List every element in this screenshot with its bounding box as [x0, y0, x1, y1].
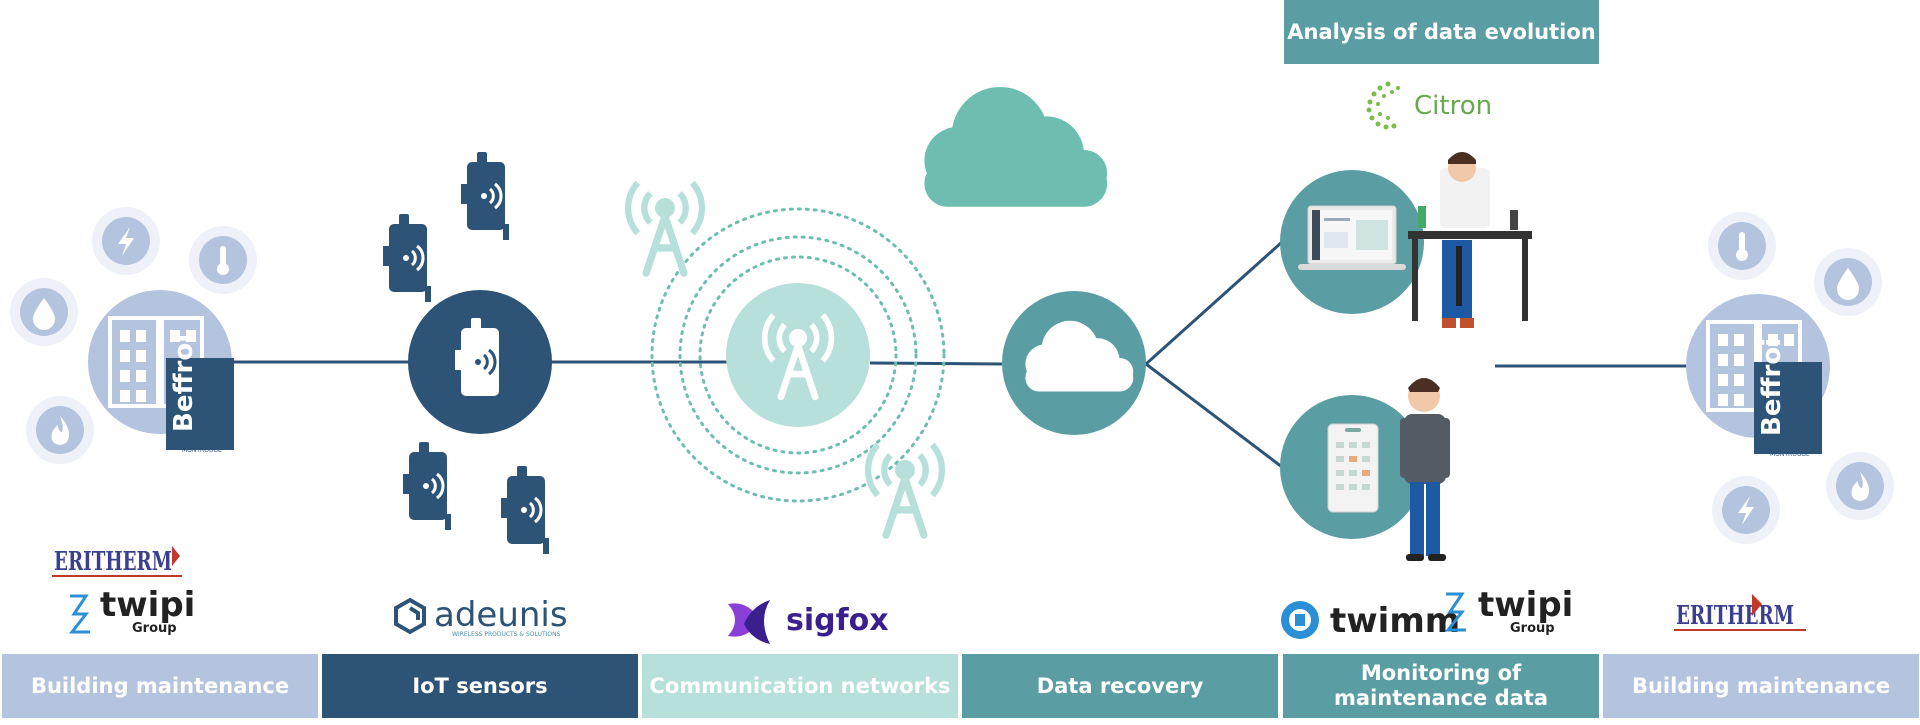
building-sign-top: Le — [1760, 441, 1774, 455]
stage-building-maintenance-left: Building maintenance — [2, 654, 318, 718]
connection-lines — [225, 240, 1688, 469]
eritherm-logo: ERITHERM — [52, 546, 182, 577]
building-left: Beffroi Le MONTROUGE — [88, 290, 234, 454]
lightning-icon — [1712, 476, 1780, 544]
analysis-node — [1280, 170, 1424, 314]
data-recovery-node — [1002, 291, 1146, 435]
sensor-icon — [401, 440, 453, 532]
citron-logo: Citron — [1366, 81, 1492, 130]
analysis-label: Analysis of data evolution — [1284, 0, 1599, 64]
sigfox-text: sigfox — [786, 603, 889, 638]
building-right: Beffroi Le MONTROUGE — [1686, 294, 1830, 458]
twipi-group-text: Group — [1510, 621, 1555, 636]
adeunis-tagline: WIRELESS PRODUCTS & SOLUTIONS — [452, 631, 561, 638]
eritherm-text: ERITHERM — [54, 547, 172, 577]
tablet-icon — [1327, 423, 1379, 513]
antenna-icon — [628, 183, 702, 273]
twipi-text: twipi — [100, 585, 195, 625]
twimm-logo: twimm — [1281, 601, 1460, 641]
stage-communication-networks: Communication networks — [642, 654, 958, 718]
water-drop-icon — [10, 278, 78, 346]
stage-iot-sensors: IoT sensors — [322, 654, 638, 718]
network-rings — [650, 207, 946, 503]
stage-data-recovery: Data recovery — [962, 654, 1278, 718]
flame-icon — [26, 396, 94, 464]
sensor-icon — [459, 150, 511, 242]
thermometer-icon — [189, 226, 257, 294]
stage-building-maintenance-right: Building maintenance — [1603, 654, 1919, 718]
lightning-icon — [92, 207, 160, 275]
water-drop-icon — [1814, 248, 1882, 316]
adeunis-logo: adeunis WIRELESS PRODUCTS & SOLUTIONS — [394, 595, 568, 638]
sensor-icon — [499, 464, 551, 556]
laptop-icon — [1298, 205, 1406, 270]
twimm-text: twimm — [1330, 601, 1460, 641]
sigfox-logo: sigfox — [728, 600, 889, 644]
twipi-text: twipi — [1478, 585, 1573, 625]
eritherm-logo: ERITHERM — [1674, 594, 1806, 631]
antenna-icon — [868, 445, 942, 535]
building-sign-name: Beffroi — [1757, 338, 1787, 436]
person-standing — [1400, 378, 1450, 561]
iot-hub — [408, 290, 552, 434]
network-hub — [726, 283, 870, 427]
eritherm-text: ERITHERM — [1676, 601, 1794, 631]
thermometer-icon — [1708, 212, 1776, 280]
sensor-icon — [381, 212, 433, 304]
stage-monitoring: Monitoring of maintenance data — [1283, 654, 1599, 718]
person-at-desk — [1408, 152, 1532, 328]
adeunis-text: adeunis — [434, 595, 568, 635]
citron-text: Citron — [1414, 91, 1492, 121]
flame-icon — [1826, 452, 1894, 520]
building-sign-name: Beffroi — [169, 334, 199, 432]
building-sign-city: MONTROUGE — [182, 447, 222, 454]
twipi-group-text: Group — [132, 621, 177, 636]
twipi-logo: twipi Group — [68, 585, 195, 636]
building-sign-city: MONTROUGE — [1770, 451, 1810, 458]
twipi-logo: twipi Group — [1444, 585, 1573, 636]
cloud-icon — [924, 87, 1108, 207]
monitoring-node — [1280, 395, 1424, 539]
building-sign-top: Le — [178, 437, 192, 451]
